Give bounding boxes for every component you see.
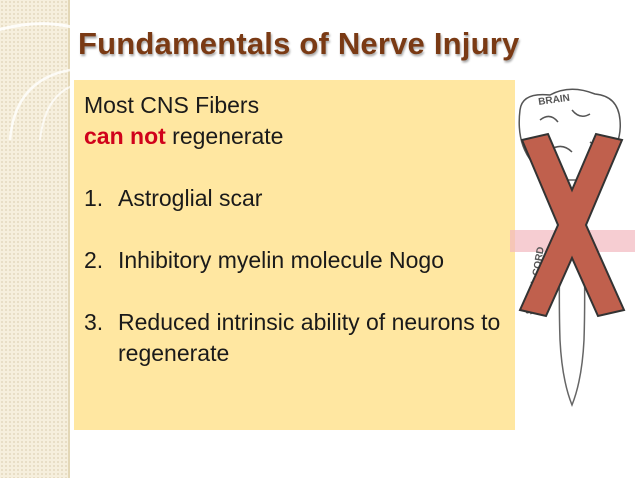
spacer xyxy=(84,214,505,245)
intro-line-2: can not regenerate xyxy=(84,121,505,152)
decorative-left-band xyxy=(0,0,70,478)
list-item-text: Astroglial scar xyxy=(118,185,263,211)
band-divider xyxy=(68,0,70,478)
emphasis-text: can not xyxy=(84,123,166,149)
spacer xyxy=(84,152,505,183)
list-item-text: Inhibitory myelin molecule Nogo xyxy=(118,247,444,273)
list-item-text: Reduced intrinsic ability of neurons to … xyxy=(118,309,501,366)
list-item-number: 2. xyxy=(84,247,104,273)
spacer xyxy=(84,276,505,307)
list-item: 1. Astroglial scar xyxy=(84,183,505,214)
intro-line: Most CNS Fibers xyxy=(84,92,260,118)
list-item-number: 1. xyxy=(84,185,104,211)
list-item: 2. Inhibitory myelin molecule Nogo xyxy=(84,245,505,276)
decorative-swirl xyxy=(0,22,90,141)
list-item: 3. Reduced intrinsic ability of neurons … xyxy=(84,307,505,369)
intro-rest-text: regenerate xyxy=(165,123,284,149)
brain-label: BRAIN xyxy=(538,93,571,108)
brain-spinal-cord-illustration: BRAIN SPINAL CORD xyxy=(510,88,635,408)
slide-title: Fundamentals of Nerve Injury xyxy=(78,26,520,61)
content-box: Most CNS Fibers can not regenerate 1. As… xyxy=(74,80,515,430)
list-item-number: 3. xyxy=(84,309,104,335)
cross-icon xyxy=(518,132,626,318)
